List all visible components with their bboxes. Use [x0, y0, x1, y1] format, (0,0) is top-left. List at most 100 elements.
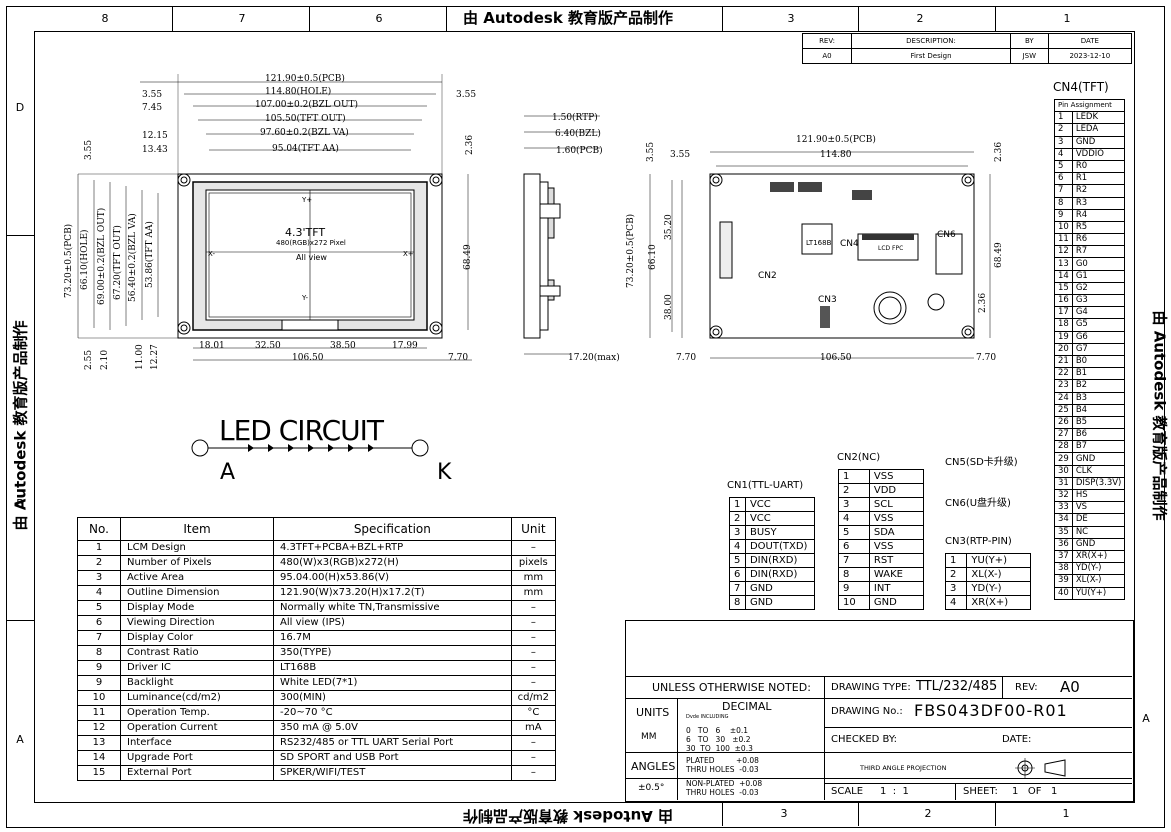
cn2-cell: 6 [838, 539, 870, 554]
tb-unless: UNLESS OTHERWISE NOTED: [652, 681, 811, 694]
spec-cell: LT168B [273, 660, 512, 676]
cn4-cell: G1 [1071, 269, 1126, 283]
cn4-cell: 27 [1054, 428, 1073, 442]
cn4-cell: 38 [1054, 562, 1073, 576]
watermark-left: 由 Autodesk 教育版产品制作 [11, 320, 30, 531]
spec-cell: mm [510, 585, 557, 601]
tb-drawing-type: TTL/232/485 [916, 679, 998, 694]
cn1-cell: 3 [729, 525, 746, 540]
cn4-cell: B7 [1071, 440, 1126, 454]
zone-divider [446, 6, 447, 31]
spec-cell: Normally white TN,Transmissive [273, 600, 512, 616]
cn1-cell: GND [744, 581, 816, 596]
tb-decimal: DECIMAL [722, 700, 772, 713]
dim-right: 68.49 [463, 244, 473, 270]
spec-cell: 121.90(W)x73.20(H)x17.2(T) [273, 585, 512, 601]
spec-cell: White LED(7*1) [273, 675, 512, 691]
cn4-cell: DISP(3.3V) [1071, 476, 1126, 491]
spec-cell: – [510, 765, 557, 781]
cn2-cell: 10 [838, 595, 870, 610]
cn4-cell: 39 [1054, 574, 1073, 588]
desc-header: DESCRIPTION: [851, 33, 1011, 49]
spec-cell: Driver IC [120, 660, 274, 676]
cn4-cell: R7 [1071, 245, 1126, 259]
cn4-cell: DE [1071, 513, 1126, 527]
tb-decimal-sub: Dvde INCLUDING [686, 714, 729, 720]
label-chip: LT168B [806, 239, 832, 247]
cn4-cell: VS [1071, 501, 1126, 515]
spec-header-item: Item [120, 517, 274, 541]
watermark-right: 由 Autodesk 教育版产品制作 [1150, 310, 1169, 521]
zone-divider [309, 6, 310, 31]
spec-cell: Luminance(cd/m2) [120, 690, 274, 706]
cn4-cell: B2 [1071, 379, 1126, 393]
zone-top-1: 1 [1063, 12, 1071, 25]
cn4-cell: 8 [1054, 196, 1073, 210]
cn1-cell: DIN(RXD) [744, 567, 816, 582]
dim-back-pcb: 121.90±0.5(PCB) [796, 135, 876, 145]
spec-cell: 300(MIN) [273, 690, 512, 706]
axis-y-minus: Y- [302, 294, 308, 302]
spec-cell: Operation Current [120, 720, 274, 736]
zone-bottom-2: 2 [924, 807, 932, 820]
cn4-cell: 30 [1054, 464, 1073, 478]
spec-cell: Display Color [120, 630, 274, 646]
dim-back-left-hole: 66.10 [648, 244, 658, 270]
cn4-cell: G2 [1071, 281, 1126, 296]
dim-tr-1: 3.55 [456, 90, 477, 100]
zone-divider [995, 6, 996, 31]
cn4-cell: 14 [1054, 269, 1073, 283]
cn1-cell: 1 [729, 497, 746, 512]
tb-scale-label: SCALE [831, 786, 864, 797]
cn3-cell: YU(Y+) [966, 553, 1031, 568]
dim-left-bzlva: 56.40±0.2(BZL VA) [128, 213, 138, 302]
dim-hole-width: 114.80(HOLE) [265, 87, 332, 97]
cn4-cell: 25 [1054, 403, 1073, 417]
cn4-header: Pin Assignment [1053, 98, 1126, 113]
cn4-cell: 12 [1054, 245, 1073, 259]
cn4-cell: 10 [1054, 220, 1073, 235]
dim-left-hole: 66.10(HOLE) [80, 229, 90, 290]
cn2-title: CN2(NC) [837, 452, 881, 463]
rev-header: REV: [802, 33, 852, 49]
spec-cell: 10 [77, 690, 121, 706]
spec-cell: Interface [120, 735, 274, 751]
spec-cell: SPKER/WIFI/TEST [273, 765, 512, 781]
dim-side-bottom: 17.20(max) [568, 353, 620, 363]
dim-bl-4: 12.27 [150, 344, 160, 370]
spec-cell: Upgrade Port [120, 750, 274, 766]
cn4-cell: 3 [1054, 135, 1073, 149]
tb-date: DATE: [1002, 734, 1032, 745]
dim-tft-aa: 95.04(TFT AA) [272, 144, 339, 154]
spec-cell: 14 [77, 750, 121, 766]
revision-row: A0 First Design JSW 2023-12-10 [802, 48, 1133, 64]
cn2-cell: VSS [868, 511, 925, 526]
cn4-cell: R5 [1071, 220, 1126, 235]
axis-x-plus: X+ [403, 250, 414, 258]
dim-bzl-out: 107.00±0.2(BZL OUT) [255, 100, 359, 110]
dim-left-pcb: 73.20±0.5(PCB) [64, 223, 74, 298]
tb-line-v4 [955, 783, 956, 800]
watermark-bottom: 由 Autodesk 教育版产品制作 [463, 807, 674, 825]
